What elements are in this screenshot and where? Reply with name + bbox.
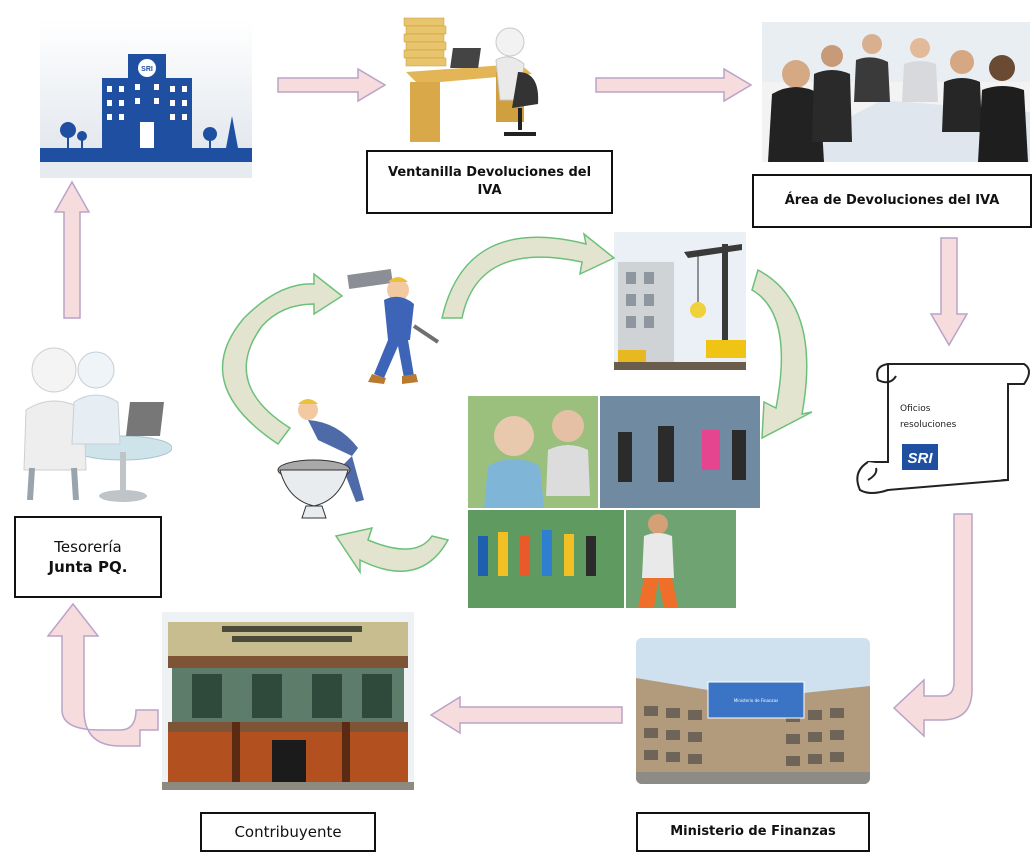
arrow-oficios-to-ministerio xyxy=(892,513,973,738)
arrow-contribuyente-to-tesoreria xyxy=(46,602,159,747)
tesoreria-people-image xyxy=(12,340,172,512)
ministerio-building-image: Ministerio de Finanzas xyxy=(636,638,870,784)
cycle-arrow-to-mixer xyxy=(334,526,450,575)
cycle-arrow-to-beam xyxy=(221,272,344,446)
arrow-ventanilla-to-area xyxy=(595,67,753,103)
label-contribuyente-text: Contribuyente xyxy=(234,822,342,841)
worker-mixing-image xyxy=(272,396,376,524)
cycle-arrow-to-collage xyxy=(751,268,813,440)
contribuyente-building-image xyxy=(162,612,414,790)
scroll-line1: Oficios xyxy=(900,404,931,414)
label-ministerio: Ministerio de Finanzas xyxy=(636,812,870,852)
label-tesoreria-line2: Junta PQ. xyxy=(48,558,128,576)
label-tesoreria: Tesorería Junta PQ. xyxy=(14,516,162,598)
label-ministerio-text: Ministerio de Finanzas xyxy=(670,824,836,840)
label-tesoreria-line1: Tesorería xyxy=(54,537,122,556)
arrow-ministerio-to-contribuyente xyxy=(429,695,623,735)
sri-building-image: SRI xyxy=(40,20,252,178)
arrow-tesoreria-to-sri xyxy=(53,180,91,319)
oficios-scroll-image: SRI Oficios resoluciones xyxy=(848,350,1033,510)
label-ventanilla-text: Ventanilla Devoluciones del IVA xyxy=(387,165,592,198)
cycle-arrow-to-construction xyxy=(441,232,616,319)
ventanilla-desk-image xyxy=(400,12,550,150)
scroll-logo: SRI xyxy=(907,450,933,467)
area-meeting-image xyxy=(762,22,1030,162)
label-area: Área de Devoluciones del IVA xyxy=(752,174,1032,228)
ministerio-sign-text: Ministerio de Finanzas xyxy=(733,697,779,703)
people-collage-image xyxy=(468,396,760,608)
cycle-arrows xyxy=(221,232,813,575)
construction-site-image xyxy=(614,232,746,370)
arrow-sri-to-ventanilla xyxy=(277,67,387,103)
label-area-text: Área de Devoluciones del IVA xyxy=(784,193,1000,209)
label-contribuyente: Contribuyente xyxy=(200,812,376,852)
arrow-area-to-oficios xyxy=(929,237,969,347)
sri-building-logo: SRI xyxy=(141,66,153,73)
worker-beam-image xyxy=(344,266,448,388)
scroll-line2: resoluciones xyxy=(900,420,957,430)
label-ventanilla: Ventanilla Devoluciones del IVA xyxy=(366,150,613,214)
